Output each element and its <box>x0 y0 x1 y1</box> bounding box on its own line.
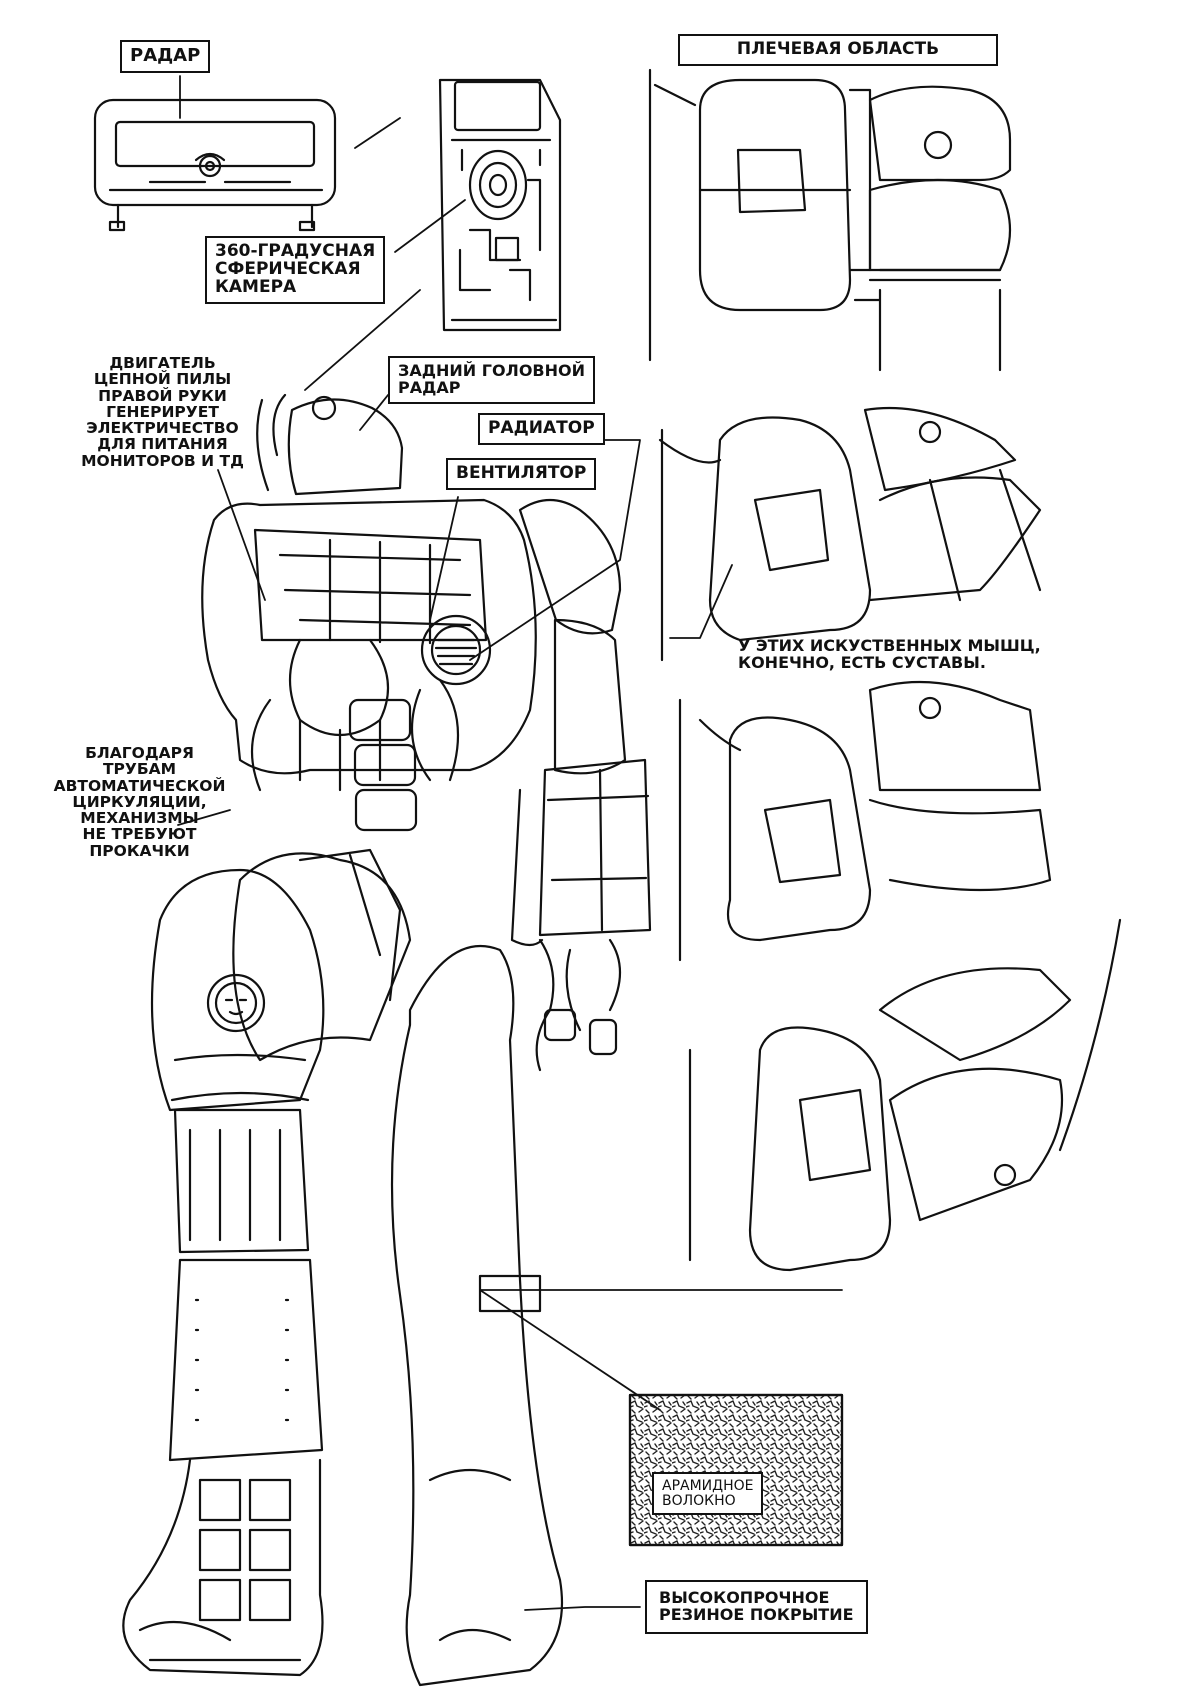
mech-right-leg-sketch <box>390 945 564 1687</box>
shoulder-study-4 <box>688 918 1122 1272</box>
mech-torso-sketch <box>201 393 537 1062</box>
label-rear-head-radar: ЗАДНИЙ ГОЛОВНОЙ РАДАР <box>388 356 596 404</box>
label-artificial-muscles: У ЭТИХ ИСКУСТВЕННЫХ МЫШЦ, КОНЕЧНО, ЕСТЬ … <box>738 636 1041 672</box>
label-rubber-coating: ВЫСОКОПРОЧНОЕ РЕЗИНОЕ ПОКРЫТИЕ <box>645 1580 868 1634</box>
label-circulation-tubes: БЛАГОДАРЯ ТРУБАМ АВТОМАТИЧЕСКОЙ ЦИРКУЛЯЦ… <box>53 744 226 860</box>
label-radar: РАДАР <box>120 40 211 73</box>
aramid-fiber-swatch <box>628 1393 844 1547</box>
shoulder-study-2 <box>658 406 1042 662</box>
leader-lines <box>177 75 843 1611</box>
shoulder-study-3 <box>678 680 1052 962</box>
camera-pillar-sketch <box>438 78 562 332</box>
label-spherical-camera: 360-ГРАДУСНАЯ СФЕРИЧЕСКАЯ КАМЕРА <box>205 236 386 304</box>
label-shoulder-area: ПЛЕЧЕВАЯ ОБЛАСТЬ <box>678 34 998 66</box>
mech-left-leg-sketch <box>122 868 325 1677</box>
mech-arm-sketch <box>510 499 652 1072</box>
shoulder-study-1 <box>648 68 1012 372</box>
radar-unit-sketch <box>93 98 337 232</box>
label-chainsaw-engine: ДВИГАТЕЛЬ ЦЕПНОЙ ПИЛЫ ПРАВОЙ РУКИ ГЕНЕРИ… <box>81 354 244 470</box>
label-radiator: РАДИАТОР <box>478 413 605 445</box>
label-aramid-fiber: АРАМИДНОЕ ВОЛОКНО <box>652 1472 764 1516</box>
label-fan: ВЕНТИЛЯТОР <box>446 458 597 490</box>
